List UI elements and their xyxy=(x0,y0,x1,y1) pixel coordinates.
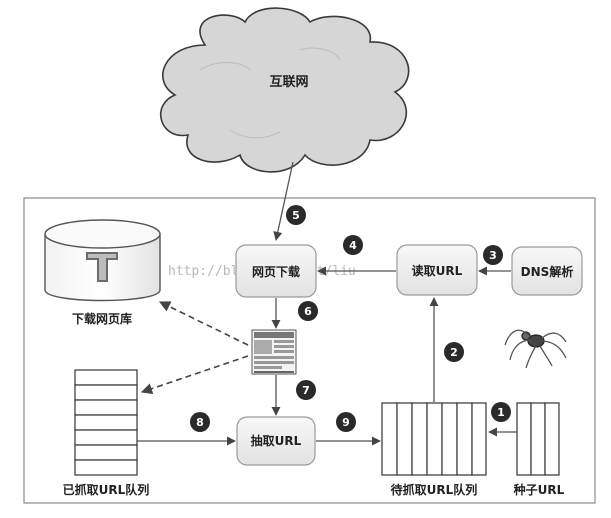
page-store-logo-icon xyxy=(86,252,118,282)
step-badge-6: 6 xyxy=(298,301,318,321)
dashed-arrow-to-crawled-queue xyxy=(140,355,249,395)
step-badge-7: 7 xyxy=(296,380,316,400)
seed-url-label: 种子URL xyxy=(513,482,565,497)
step-number-9: 9 xyxy=(342,416,350,429)
internet-cloud xyxy=(159,7,410,173)
page-store-database xyxy=(44,219,161,302)
spider-icon xyxy=(504,329,567,369)
read-url-node: 读取URL xyxy=(396,244,478,296)
step-badge-2: 2 xyxy=(444,342,464,362)
page-store-label: 下载网页库 xyxy=(72,311,132,326)
step-badge-3: 3 xyxy=(483,245,503,265)
crawled-url-queue xyxy=(74,369,138,476)
pending-queue-label: 待抓取URL队列 xyxy=(391,482,478,497)
page-download-node: 网页下载 xyxy=(235,244,317,298)
step-badge-1: 1 xyxy=(491,402,511,422)
system-frame xyxy=(23,197,596,504)
step-number-8: 8 xyxy=(196,416,204,429)
step-badge-8: 8 xyxy=(190,412,210,432)
page-download-label: 网页下载 xyxy=(252,264,300,279)
step-number-4: 4 xyxy=(349,239,357,252)
step-number-7: 7 xyxy=(302,384,310,397)
extract-url-label: 抽取URL xyxy=(251,433,302,448)
step-number-3: 3 xyxy=(489,249,497,262)
crawled-queue-label: 已抓取URL队列 xyxy=(63,482,150,497)
step-number-5: 5 xyxy=(292,209,300,222)
seed-url-stack xyxy=(516,402,560,476)
pending-url-queue xyxy=(381,402,487,476)
internet-label: 互联网 xyxy=(269,75,308,90)
extract-url-node: 抽取URL xyxy=(236,416,316,466)
step-badge-9: 9 xyxy=(336,412,356,432)
step-number-2: 2 xyxy=(450,346,458,359)
step-number-1: 1 xyxy=(497,406,505,419)
dns-label: DNS解析 xyxy=(521,264,574,279)
step-badge-4: 4 xyxy=(343,235,363,255)
step-badge-5: 5 xyxy=(286,205,306,225)
read-url-label: 读取URL xyxy=(412,263,463,278)
step-number-6: 6 xyxy=(304,305,312,318)
dashed-arrow-to-page-store xyxy=(158,301,249,346)
webpage-thumbnail xyxy=(251,329,297,375)
dns-node: DNS解析 xyxy=(511,246,583,296)
arrow-internet-to-download xyxy=(273,161,294,241)
